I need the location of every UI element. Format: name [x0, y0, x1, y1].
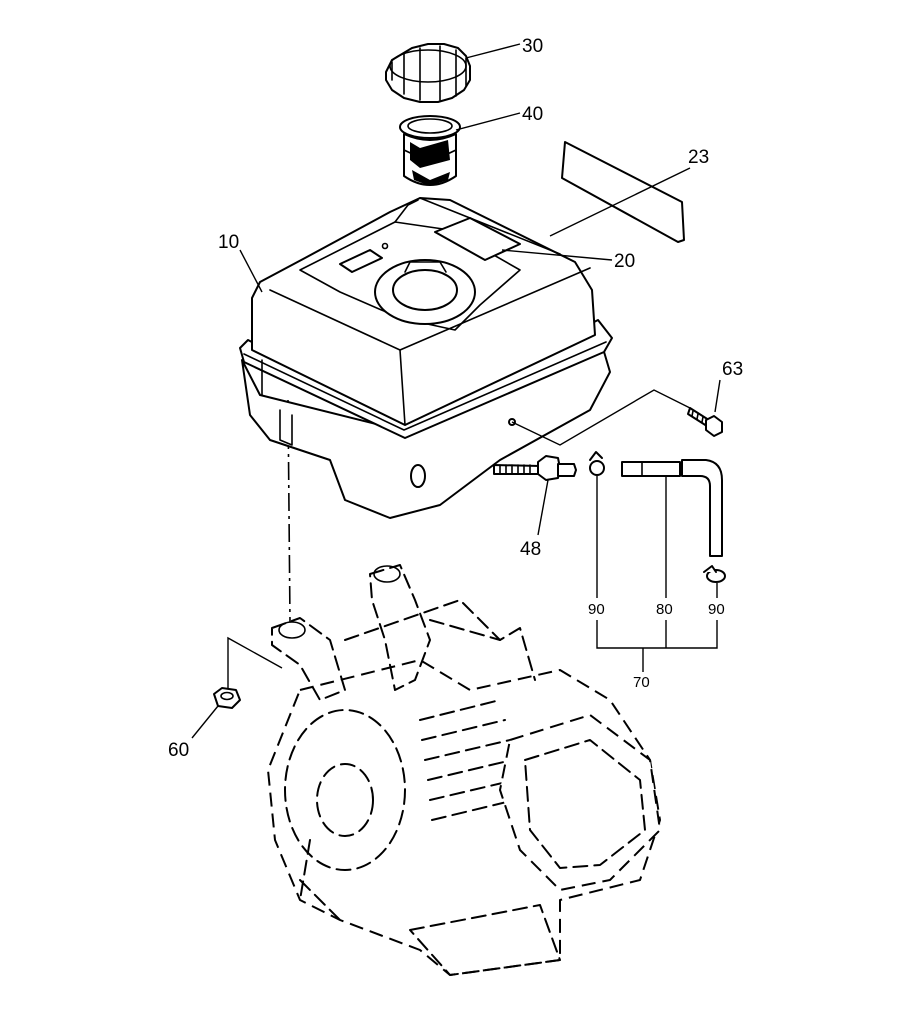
tank-label-recess	[434, 217, 521, 261]
fuel-cap-body	[385, 43, 471, 103]
callout-90-left: 90	[588, 601, 605, 618]
callout-80: 80	[656, 601, 673, 618]
tank-slot	[410, 464, 426, 488]
filler-neck-inner	[392, 269, 458, 311]
engine-phantom	[267, 564, 661, 976]
callout-30: 30	[522, 36, 543, 57]
fuel-hose-bend	[681, 459, 723, 557]
engine-mount-boss-right	[373, 565, 401, 583]
fuel-valve	[493, 455, 577, 481]
hose-clamp-right	[703, 565, 726, 583]
engine-flywheel-housing	[284, 709, 406, 871]
flange-nut	[213, 687, 241, 709]
callout-90-right: 90	[708, 601, 725, 618]
callout-48: 48	[520, 539, 541, 560]
strainer-mesh	[410, 140, 450, 168]
fuel-hose	[621, 459, 723, 557]
engine-mount-boss-left	[278, 621, 306, 639]
callout-10: 10	[218, 232, 239, 253]
engine-right-bracket	[369, 564, 431, 691]
leader-lines	[191, 43, 721, 739]
engine-left-bracket	[271, 617, 346, 701]
fuel-tank	[239, 197, 613, 519]
fuel-cap	[385, 43, 471, 103]
callout-70: 70	[633, 674, 650, 691]
decal-plate	[561, 141, 685, 243]
callout-20: 20	[614, 251, 635, 272]
callout-labels: 30 40 23 10 20 63 48 90 80 90 70 60	[168, 36, 743, 761]
callout-60: 60	[168, 740, 189, 761]
callout-23: 23	[688, 147, 709, 168]
fuel-gauge-window	[339, 249, 383, 273]
callout-40: 40	[522, 104, 543, 125]
flange-bolt	[687, 407, 723, 437]
hose-clamp-left	[589, 451, 605, 476]
fuel-strainer	[399, 115, 461, 186]
callout-63: 63	[722, 359, 743, 380]
engine-head-cover	[499, 714, 661, 891]
